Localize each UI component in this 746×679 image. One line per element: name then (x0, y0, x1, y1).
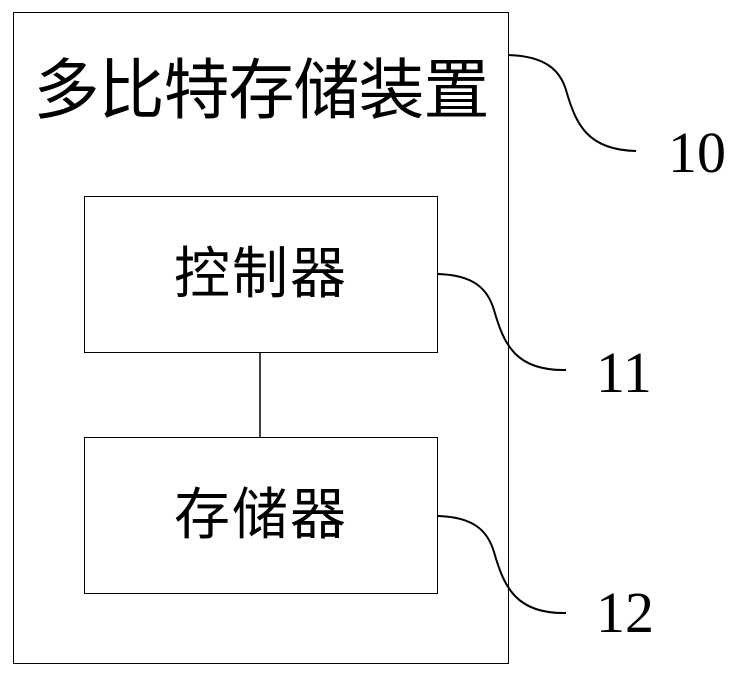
leader-line-11 (437, 273, 567, 372)
controller-box: 控制器 (84, 196, 438, 353)
controller-label: 控制器 (174, 241, 348, 307)
storage-box: 存储器 (84, 437, 438, 594)
leader-line-12 (437, 515, 567, 615)
device-title: 多比特存储装置 (33, 52, 490, 129)
storage-reference-number: 12 (596, 580, 654, 645)
leader-line-10 (507, 54, 637, 152)
storage-label: 存储器 (174, 482, 348, 548)
multibit-storage-device-box (13, 12, 509, 664)
device-reference-number: 10 (668, 120, 726, 185)
controller-reference-number: 11 (596, 340, 652, 405)
